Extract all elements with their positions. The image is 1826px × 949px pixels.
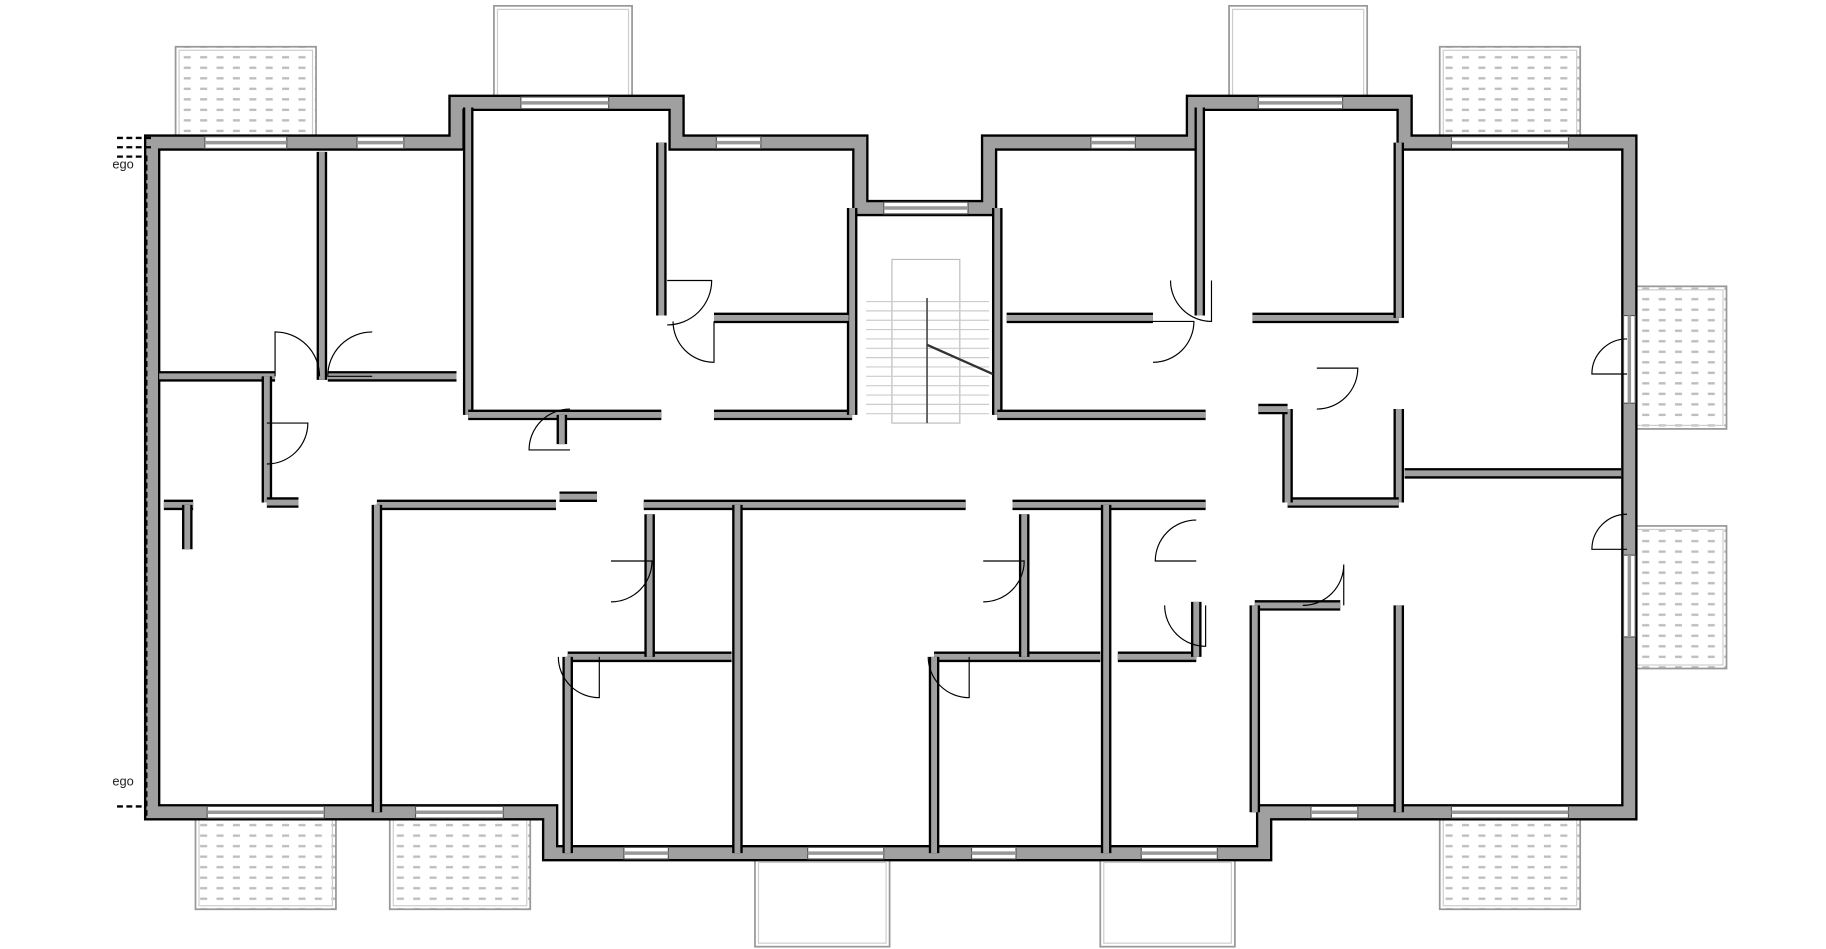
edge-label: ego	[112, 773, 133, 788]
balconies	[174, 4, 1728, 948]
edge-label: ego	[112, 156, 133, 171]
door-swing	[1164, 605, 1207, 647]
stair-outline	[891, 258, 961, 424]
door-swing	[1169, 280, 1213, 322]
door-swing	[1591, 513, 1628, 550]
door-swing	[1591, 338, 1628, 375]
door-swing	[927, 656, 970, 699]
door-swing	[266, 422, 309, 465]
balcony	[1438, 814, 1582, 911]
balcony-rail	[757, 861, 887, 944]
balcony	[388, 814, 532, 911]
door-swing	[528, 408, 571, 451]
door-swing	[1154, 519, 1197, 562]
balcony	[1631, 285, 1728, 430]
door-swing	[672, 321, 715, 363]
balcony-rail	[1103, 861, 1232, 944]
balcony	[174, 45, 317, 142]
staircase	[866, 258, 994, 424]
door-swing	[1316, 367, 1359, 410]
windows	[204, 96, 1636, 860]
door-swing	[667, 279, 713, 326]
door-swing	[274, 331, 321, 377]
balcony	[194, 814, 337, 911]
balcony	[1631, 525, 1728, 670]
walls	[143, 94, 1638, 862]
door-swing	[1302, 564, 1345, 606]
door-swing	[983, 560, 1025, 603]
balcony	[1438, 45, 1582, 142]
balcony	[493, 4, 633, 101]
balcony	[754, 858, 891, 948]
left-edge-annotation: ego ego	[112, 136, 153, 816]
exterior-wall-fill	[146, 97, 1636, 860]
door-swing	[1152, 320, 1195, 363]
stair-landing-rail	[926, 343, 994, 376]
balcony	[1099, 858, 1236, 948]
door-swing	[327, 331, 373, 377]
door-swing	[557, 656, 600, 699]
balcony	[1228, 4, 1369, 101]
doors	[266, 279, 1628, 699]
door-swing	[611, 560, 653, 603]
